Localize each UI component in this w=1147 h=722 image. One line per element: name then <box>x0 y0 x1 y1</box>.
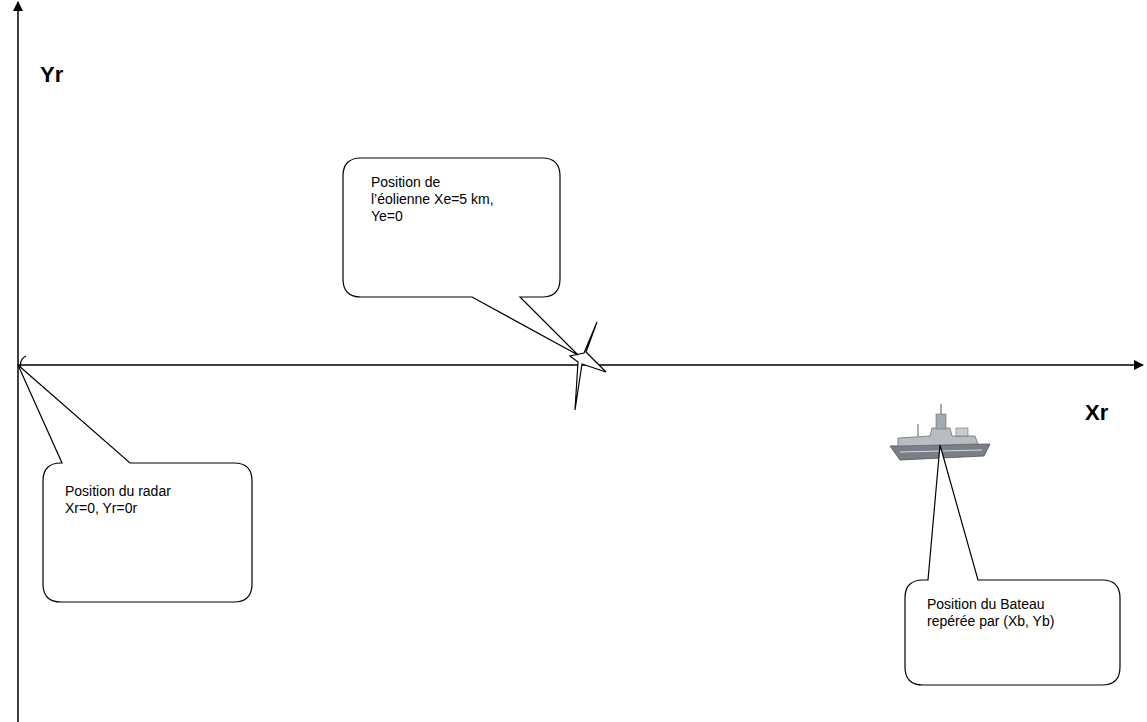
callout-shape <box>18 365 252 602</box>
callout-text: Position du radar Xr=0, Yr=0r <box>65 483 205 517</box>
callout-bubble: Position de l’éolienne Xe=5 km, Ye=0 <box>343 158 560 297</box>
callout-shape <box>343 158 578 355</box>
callout-bubble: Position du radar Xr=0, Yr=0r <box>43 463 252 602</box>
callout-text: Position de l’éolienne Xe=5 km, Ye=0 <box>371 174 501 225</box>
axis-label: Xr <box>1085 400 1108 426</box>
callout-outline <box>905 580 1120 685</box>
wind-turbine-symbol <box>570 322 606 410</box>
callout-shape <box>905 445 1120 685</box>
y-axis <box>17 2 19 722</box>
callout-bubble: Position du Bateau repérée par (Xb, Yb) <box>905 580 1120 685</box>
callout-text: Position du Bateau repérée par (Xb, Yb) <box>927 596 1077 630</box>
axis-label: Yr <box>40 62 63 88</box>
